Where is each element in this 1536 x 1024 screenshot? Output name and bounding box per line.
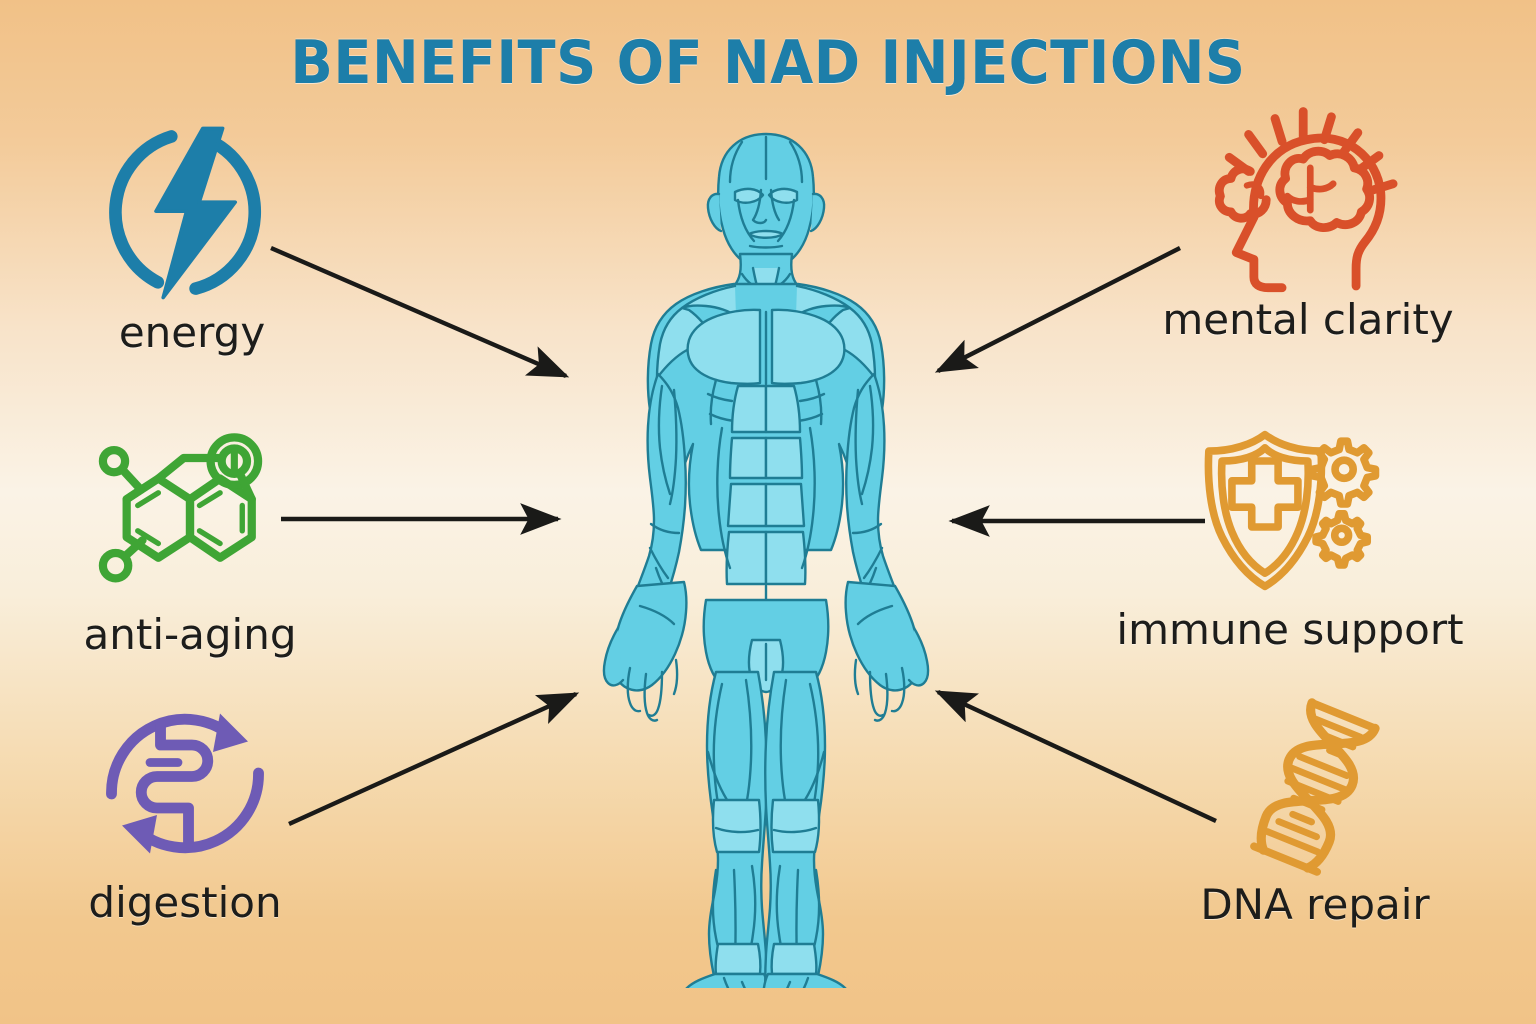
- molecule-icon: [95, 420, 285, 610]
- benefit-dna-repair[interactable]: DNA repair: [1165, 690, 1465, 928]
- benefit-anti-aging[interactable]: anti-aging: [40, 420, 340, 658]
- benefit-label-immune-support: immune support: [1116, 605, 1464, 654]
- benefit-mental-clarity[interactable]: mental clarity: [1158, 105, 1458, 343]
- benefit-energy[interactable]: energy: [42, 118, 342, 356]
- benefit-label-mental-clarity: mental clarity: [1162, 295, 1454, 344]
- digestive-cycle-icon: [90, 688, 280, 878]
- shield-cross-gears-icon: [1195, 415, 1385, 605]
- benefit-label-anti-aging: anti-aging: [83, 610, 297, 659]
- page-title: BENEFITS OF NAD INJECTIONS: [290, 28, 1246, 98]
- benefit-digestion[interactable]: digestion: [35, 688, 335, 926]
- benefit-label-digestion: digestion: [88, 878, 282, 927]
- human-body-figure: [556, 128, 976, 988]
- dna-helix-icon: [1220, 690, 1410, 880]
- lightning-bolt-circle-icon: [97, 118, 287, 308]
- benefit-label-energy: energy: [118, 308, 266, 357]
- benefit-label-dna-repair: DNA repair: [1200, 880, 1430, 929]
- benefit-immune-support[interactable]: immune support: [1116, 415, 1464, 653]
- head-brain-icon: [1213, 105, 1403, 295]
